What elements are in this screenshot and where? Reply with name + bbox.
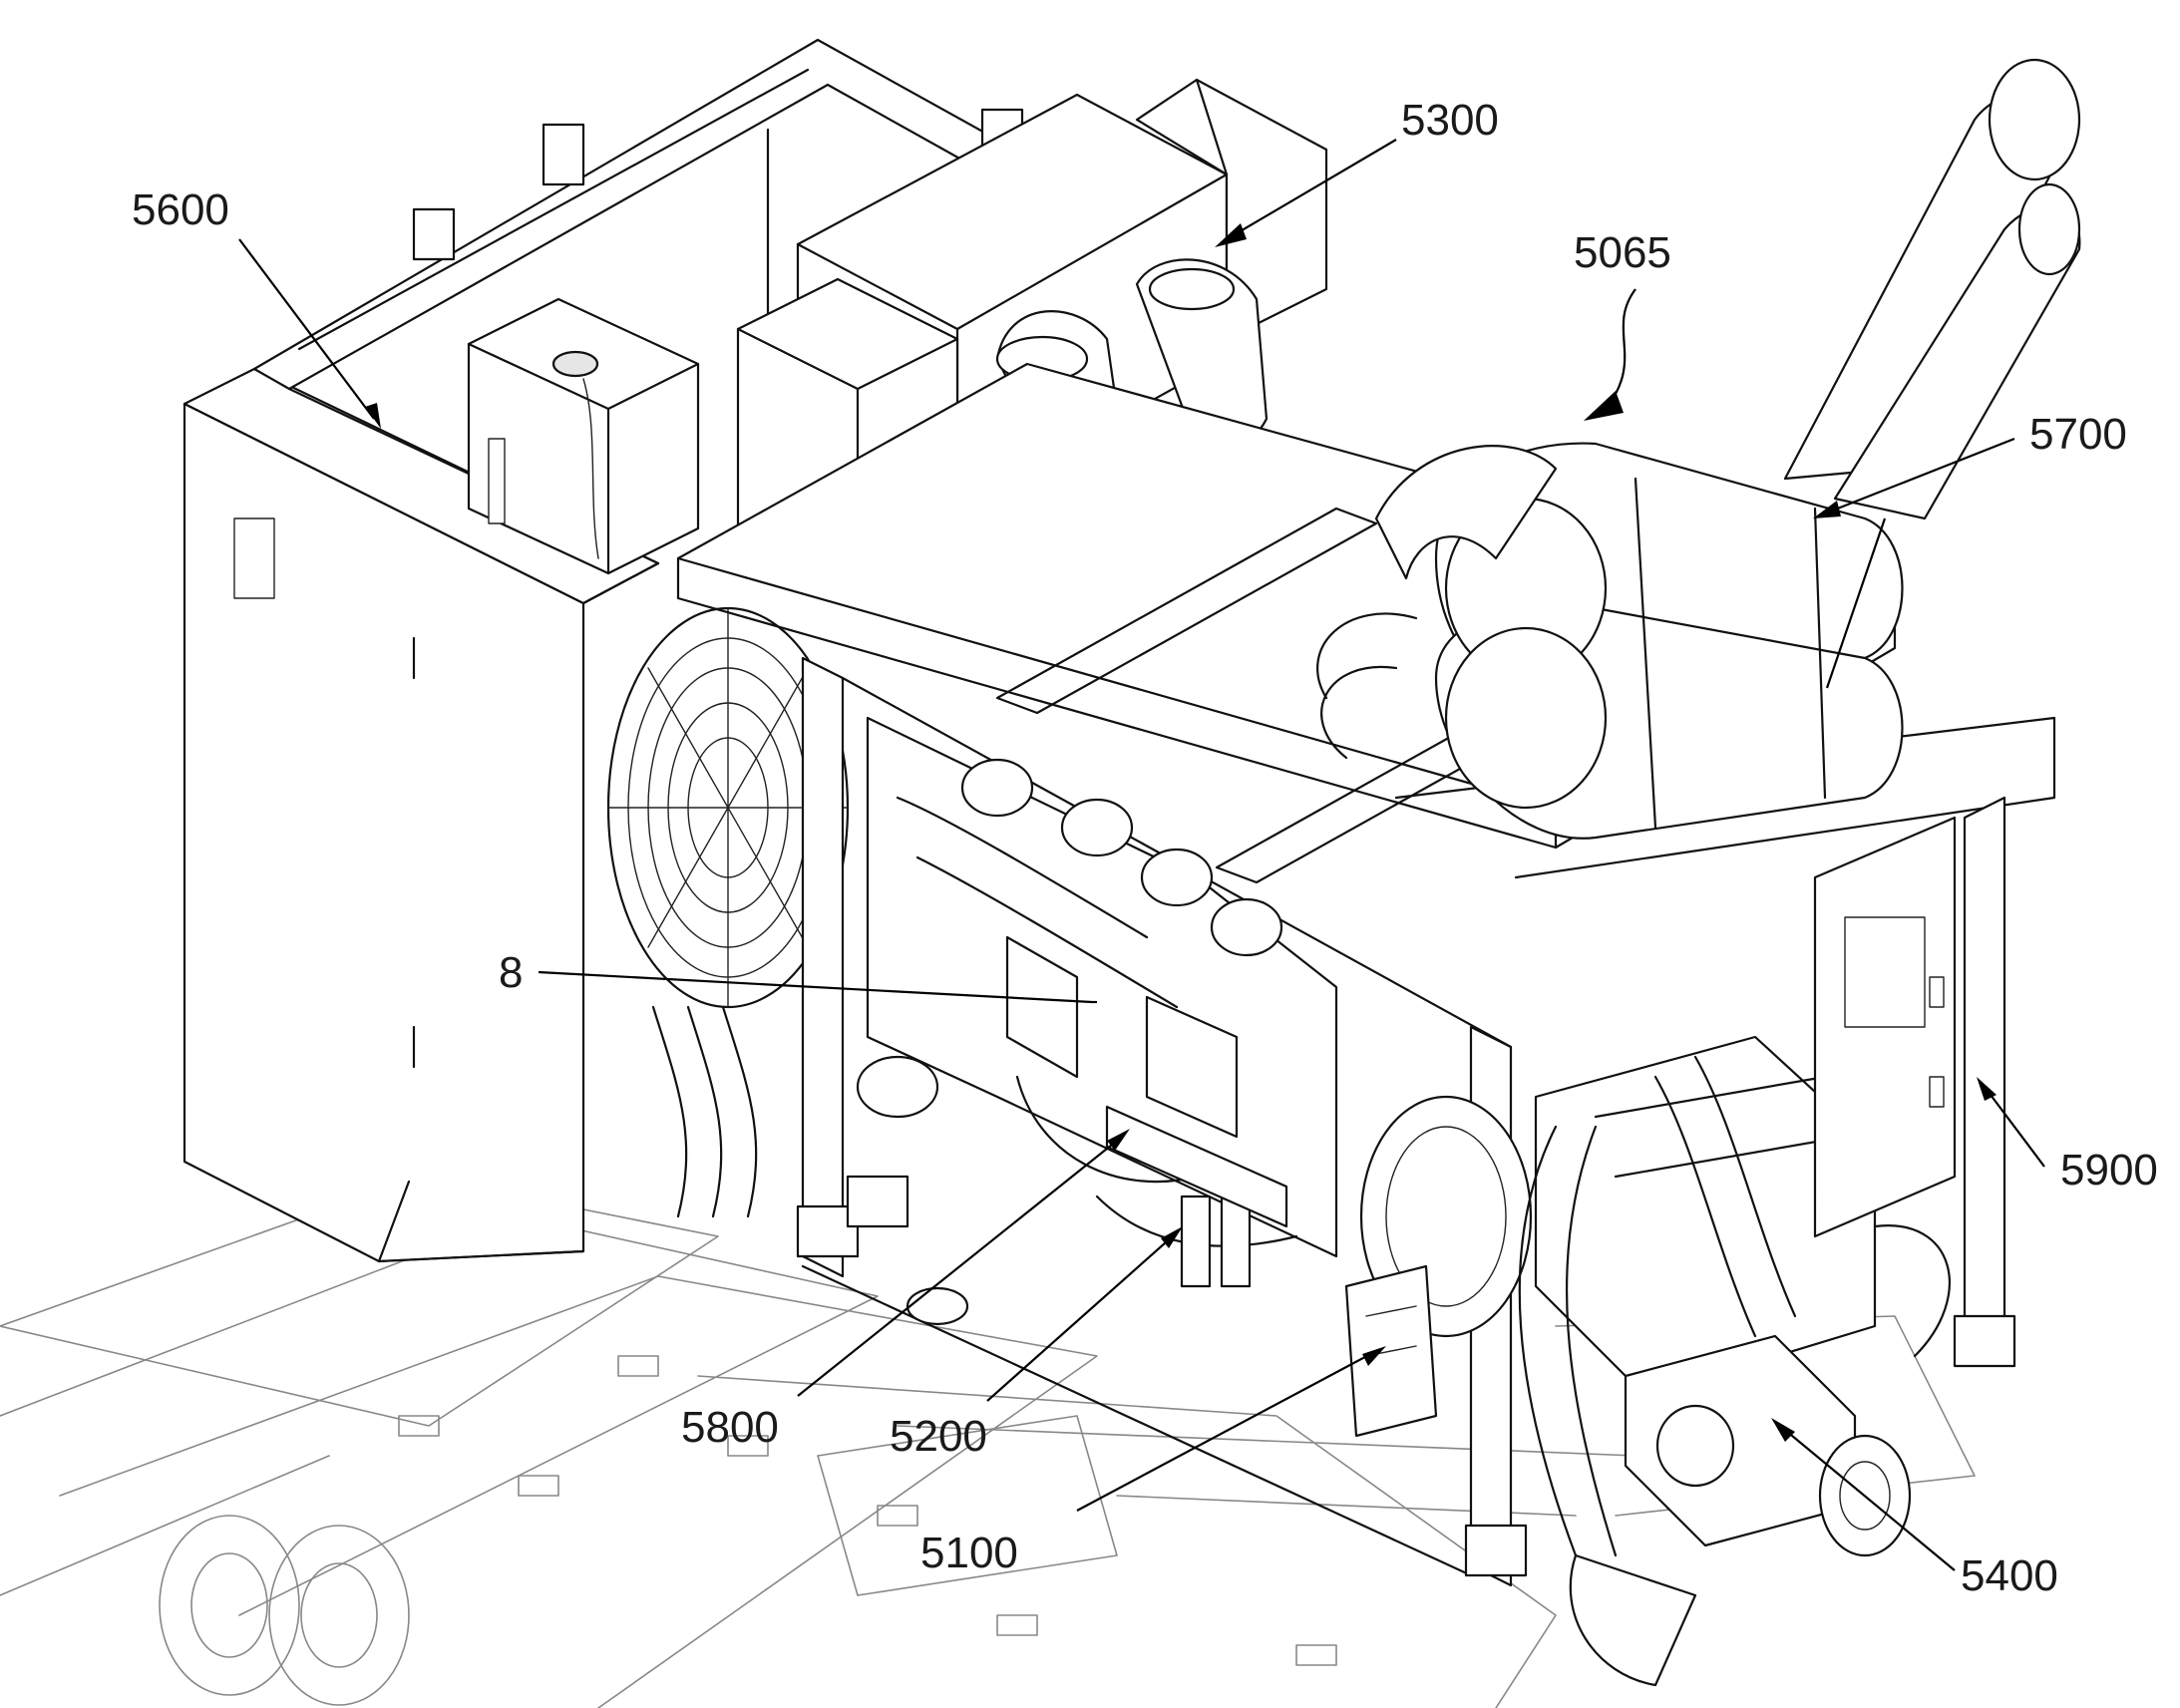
engine-block (856, 716, 1338, 1326)
right-side-panel (1813, 816, 1957, 1238)
callout-5065: 5065 (1574, 228, 1671, 277)
exhaust-aftertreatment (1316, 58, 2081, 840)
callout-5200: 5200 (890, 1412, 987, 1461)
callout-5900: 5900 (2060, 1146, 2158, 1195)
radiator-housing (182, 367, 660, 1263)
pump-drive-assembly (1359, 1035, 1951, 1687)
callout-5600: 5600 (132, 185, 229, 234)
callout-5400: 5400 (1961, 1551, 2058, 1600)
coolant-tank (467, 297, 700, 575)
callout-5800: 5800 (681, 1403, 779, 1452)
lower-bracket (1344, 1264, 1438, 1438)
callout-5100: 5100 (920, 1529, 1018, 1577)
callout-5700: 5700 (2029, 410, 2127, 459)
callout-leaders (238, 139, 2045, 1571)
callout-8: 8 (499, 948, 523, 997)
callout-5300: 5300 (1401, 96, 1499, 145)
